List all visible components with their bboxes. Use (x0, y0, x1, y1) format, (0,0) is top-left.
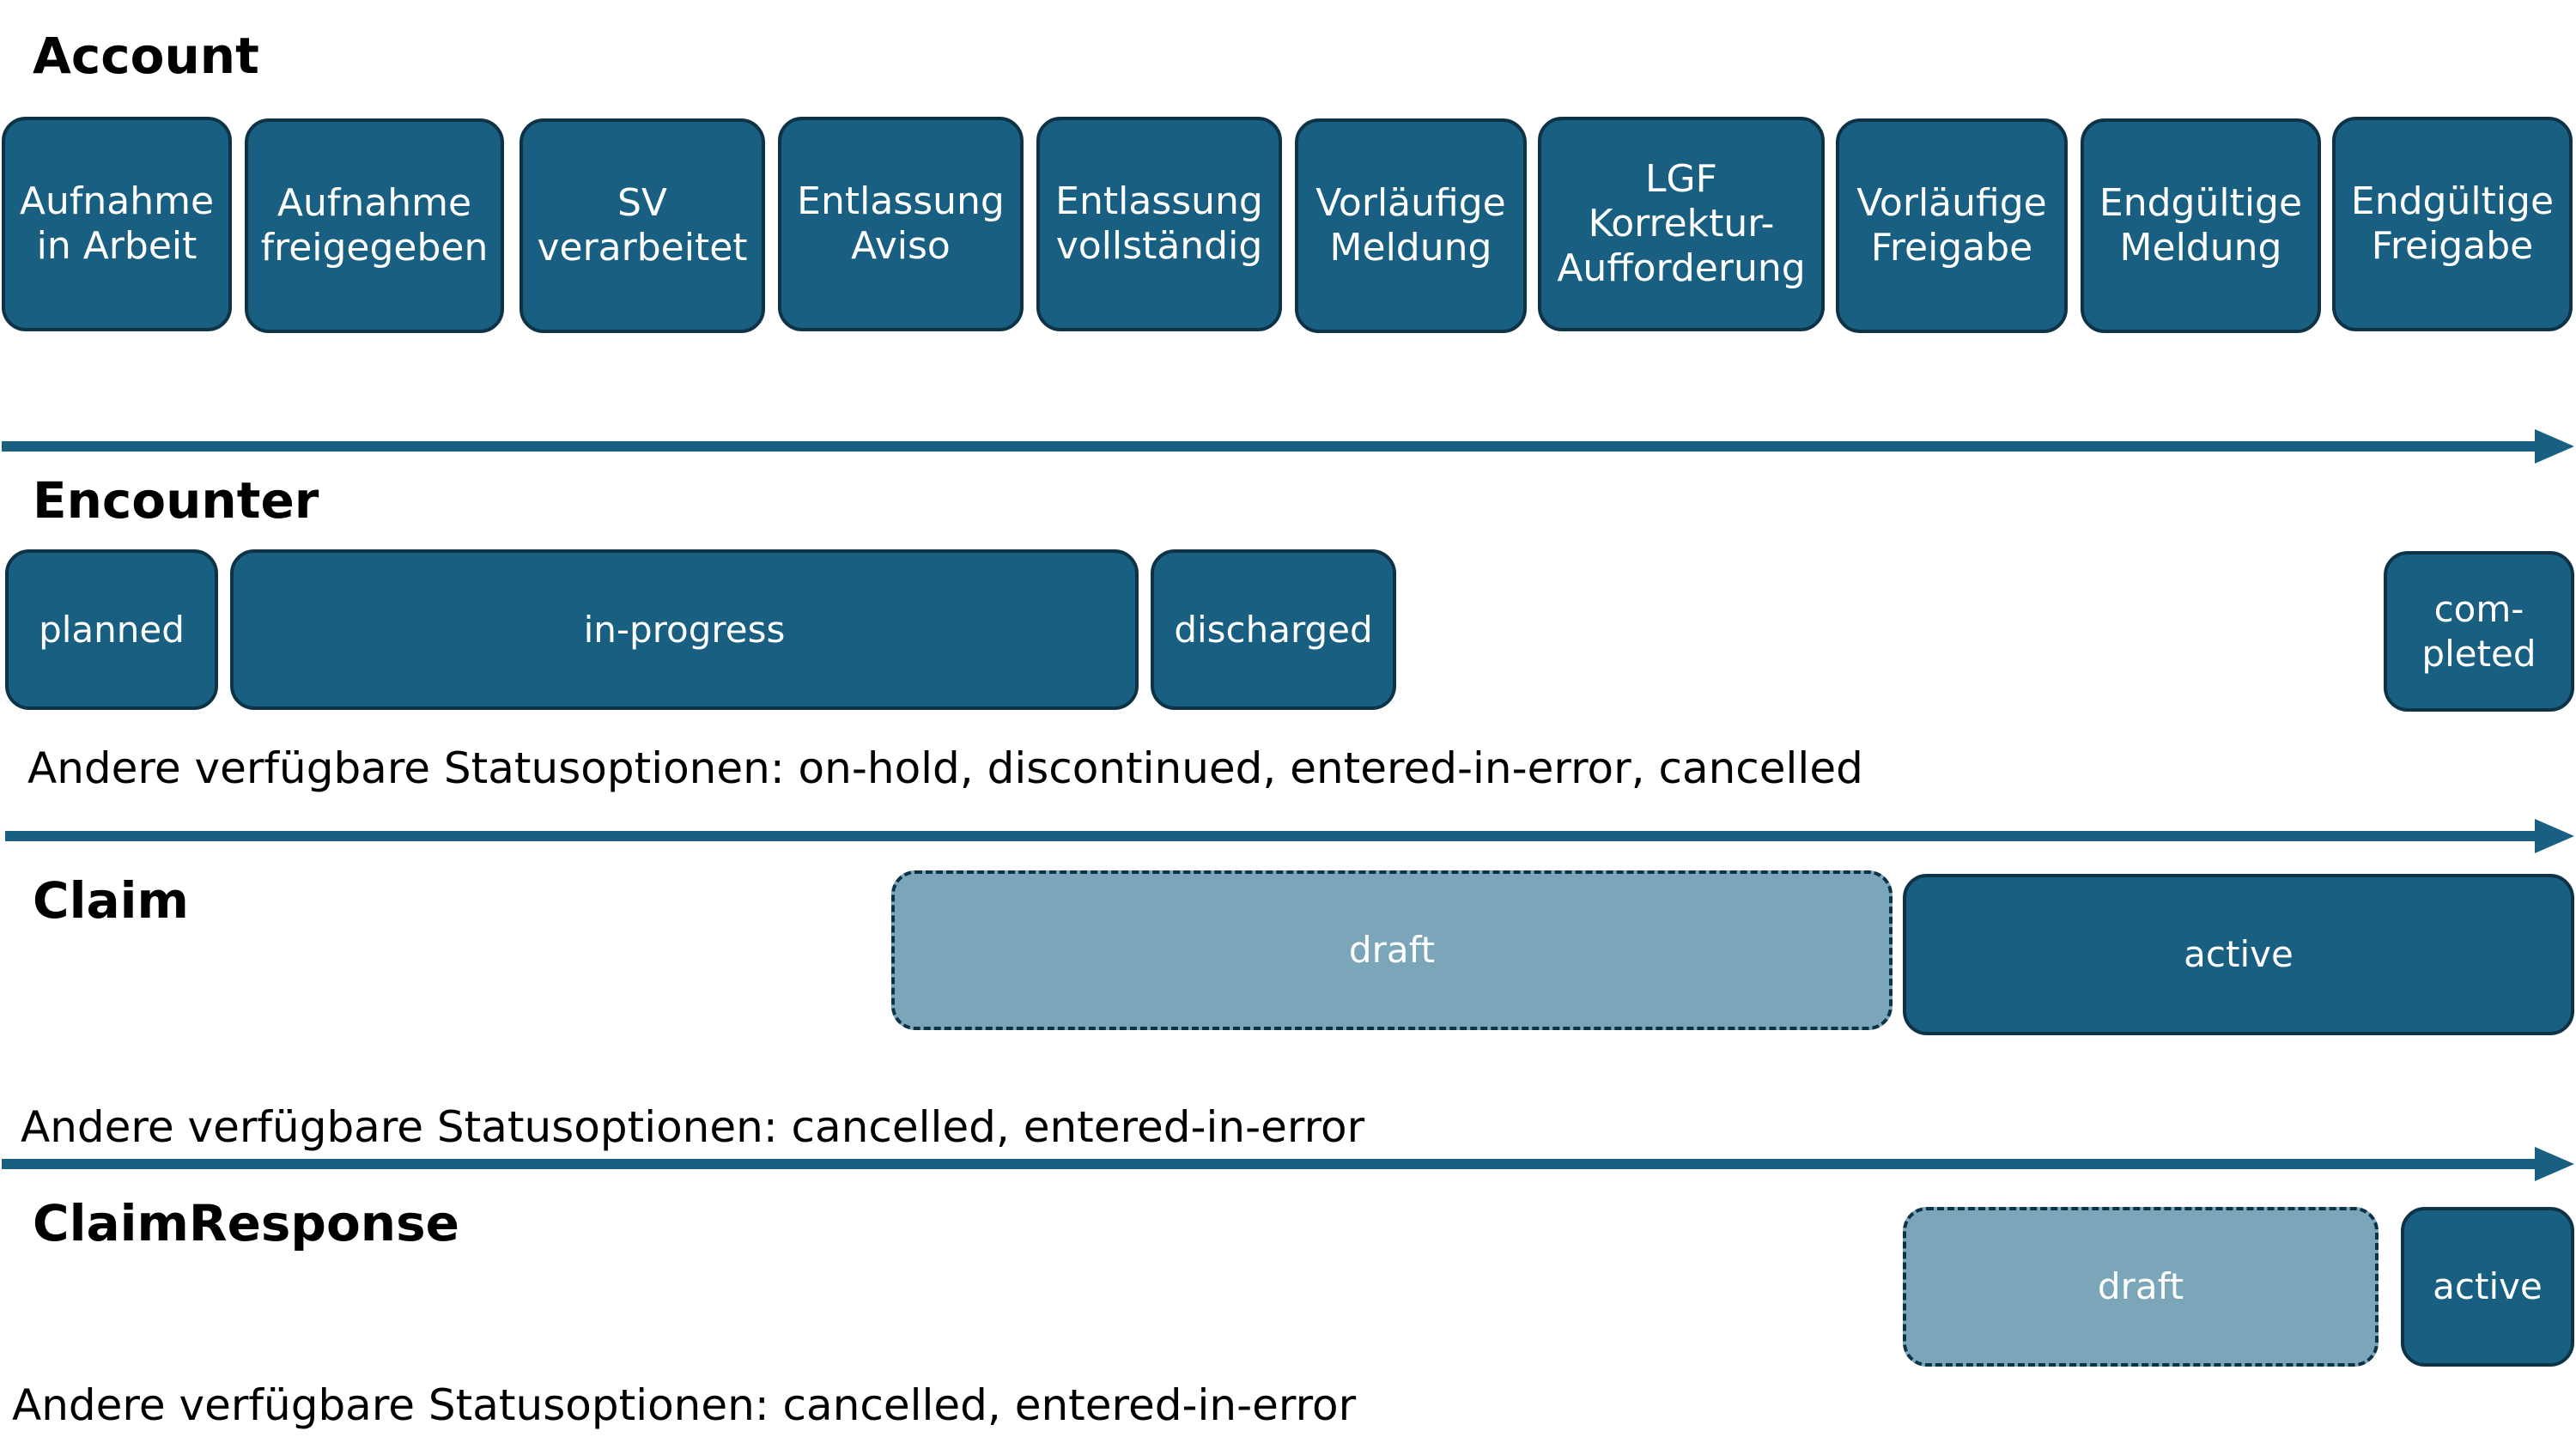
account-state-label: Entlassung Aviso (797, 179, 1005, 268)
account-state-label: Vorläufige Freigabe (1856, 181, 2047, 270)
account-state-vorlaeufige-meldung: Vorläufige Meldung (1295, 118, 1527, 333)
account-state-aufnahme-freigegeben: Aufnahme freigegeben (245, 118, 504, 333)
encounter-state-label: discharged (1174, 608, 1373, 651)
account-state-label: LGF Korrektur- Aufforderung (1557, 157, 1806, 290)
encounter-state-in-progress: in-progress (230, 549, 1139, 710)
account-state-lgf-korrektur-aufforderung: LGF Korrektur- Aufforderung (1538, 117, 1825, 331)
account-state-vorlaeufige-freigabe: Vorläufige Freigabe (1836, 118, 2068, 333)
claim-state-label: active (2184, 933, 2293, 975)
encounter-state-label: in-progress (583, 608, 786, 651)
account-state-label: Endgültige Meldung (2099, 181, 2303, 270)
claimresponse-other-options: Andere verfügbare Statusoptionen: cancel… (12, 1380, 1357, 1430)
timeline-arrow (2, 429, 2574, 464)
account-state-sv-verarbeitet: SV verarbeitet (519, 118, 765, 333)
encounter-state-label: com- pleted (2421, 587, 2537, 675)
claimresponse-state-draft: draft (1903, 1207, 2379, 1367)
account-state-label: Aufnahme in Arbeit (19, 179, 215, 268)
account-state-entlassung-vollstaendig: Entlassung vollständig (1036, 117, 1282, 331)
account-state-label: Aufnahme freigegeben (260, 181, 489, 270)
claim-title: Claim (33, 871, 189, 930)
claimresponse-state-active: active (2401, 1207, 2574, 1367)
encounter-state-discharged: discharged (1151, 549, 1396, 710)
account-state-entlassung-aviso: Entlassung Aviso (778, 117, 1024, 331)
encounter-title: Encounter (33, 471, 319, 530)
claim-other-options: Andere verfügbare Statusoptionen: cancel… (21, 1102, 1365, 1152)
account-title: Account (33, 27, 259, 85)
encounter-state-label: planned (39, 608, 185, 651)
claimresponse-state-label: active (2433, 1265, 2543, 1307)
account-state-label: Endgültige Freigabe (2350, 179, 2555, 268)
claimresponse-state-label: draft (2097, 1265, 2184, 1307)
encounter-state-planned: planned (5, 549, 218, 710)
encounter-other-options: Andere verfügbare Statusoptionen: on-hol… (27, 743, 1863, 793)
account-state-label: Vorläufige Meldung (1315, 181, 1506, 270)
claim-state-draft: draft (891, 870, 1893, 1030)
encounter-state-completed: com- pleted (2384, 551, 2574, 712)
account-state-endgueltige-meldung: Endgültige Meldung (2081, 118, 2321, 333)
account-state-label: SV verarbeitet (537, 181, 748, 270)
claim-state-active: active (1903, 874, 2574, 1035)
account-state-aufnahme-in-arbeit: Aufnahme in Arbeit (2, 117, 232, 331)
timeline-arrow (5, 819, 2574, 853)
timeline-arrow (2, 1147, 2574, 1181)
claimresponse-title: ClaimResponse (33, 1194, 459, 1252)
claim-state-label: draft (1348, 929, 1436, 971)
account-state-endgueltige-freigabe: Endgültige Freigabe (2332, 117, 2573, 331)
account-state-label: Entlassung vollständig (1055, 179, 1263, 268)
